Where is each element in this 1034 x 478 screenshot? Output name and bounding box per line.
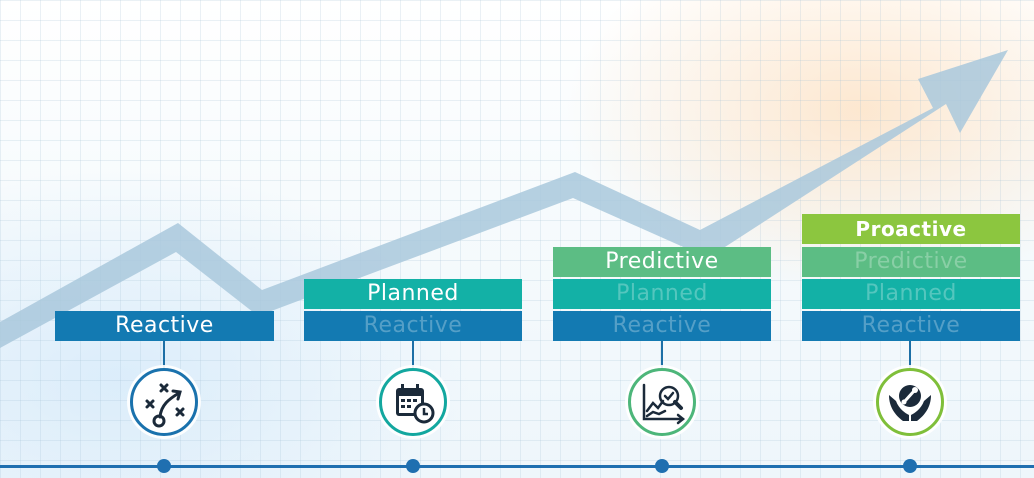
stage-predictive-bar-planned: Planned bbox=[553, 279, 771, 309]
stage-predictive-bar-predictive: Predictive bbox=[553, 247, 771, 277]
timeline-axis bbox=[0, 465, 1034, 468]
hands-wrench-icon bbox=[876, 368, 944, 436]
timeline-marker-reactive bbox=[157, 459, 171, 473]
trend-arrow-shape bbox=[0, 50, 1008, 348]
timeline-marker-planned bbox=[406, 459, 420, 473]
stage-proactive-bar-planned: Planned bbox=[802, 279, 1020, 309]
stage-reactive-stem bbox=[163, 341, 165, 369]
timeline-marker-proactive bbox=[903, 459, 917, 473]
stage-predictive-stem bbox=[661, 341, 663, 369]
stage-proactive-bar-reactive: Reactive bbox=[802, 311, 1020, 341]
stage-predictive-bar-reactive: Reactive bbox=[553, 311, 771, 341]
stage-proactive-stem bbox=[909, 341, 911, 369]
stage-proactive-bar-proactive: Proactive bbox=[802, 214, 1020, 244]
chart-magnifier-icon bbox=[628, 368, 696, 436]
stage-planned-bar-reactive: Reactive bbox=[304, 311, 522, 341]
stage-reactive-bar-reactive: Reactive bbox=[55, 311, 274, 341]
timeline-marker-predictive bbox=[655, 459, 669, 473]
stage-proactive-bar-predictive: Predictive bbox=[802, 247, 1020, 277]
stage-planned-bar-planned: Planned bbox=[304, 279, 522, 309]
stage-planned-stem bbox=[412, 341, 414, 369]
strategy-play-icon bbox=[130, 368, 198, 436]
calendar-clock-icon bbox=[379, 368, 447, 436]
